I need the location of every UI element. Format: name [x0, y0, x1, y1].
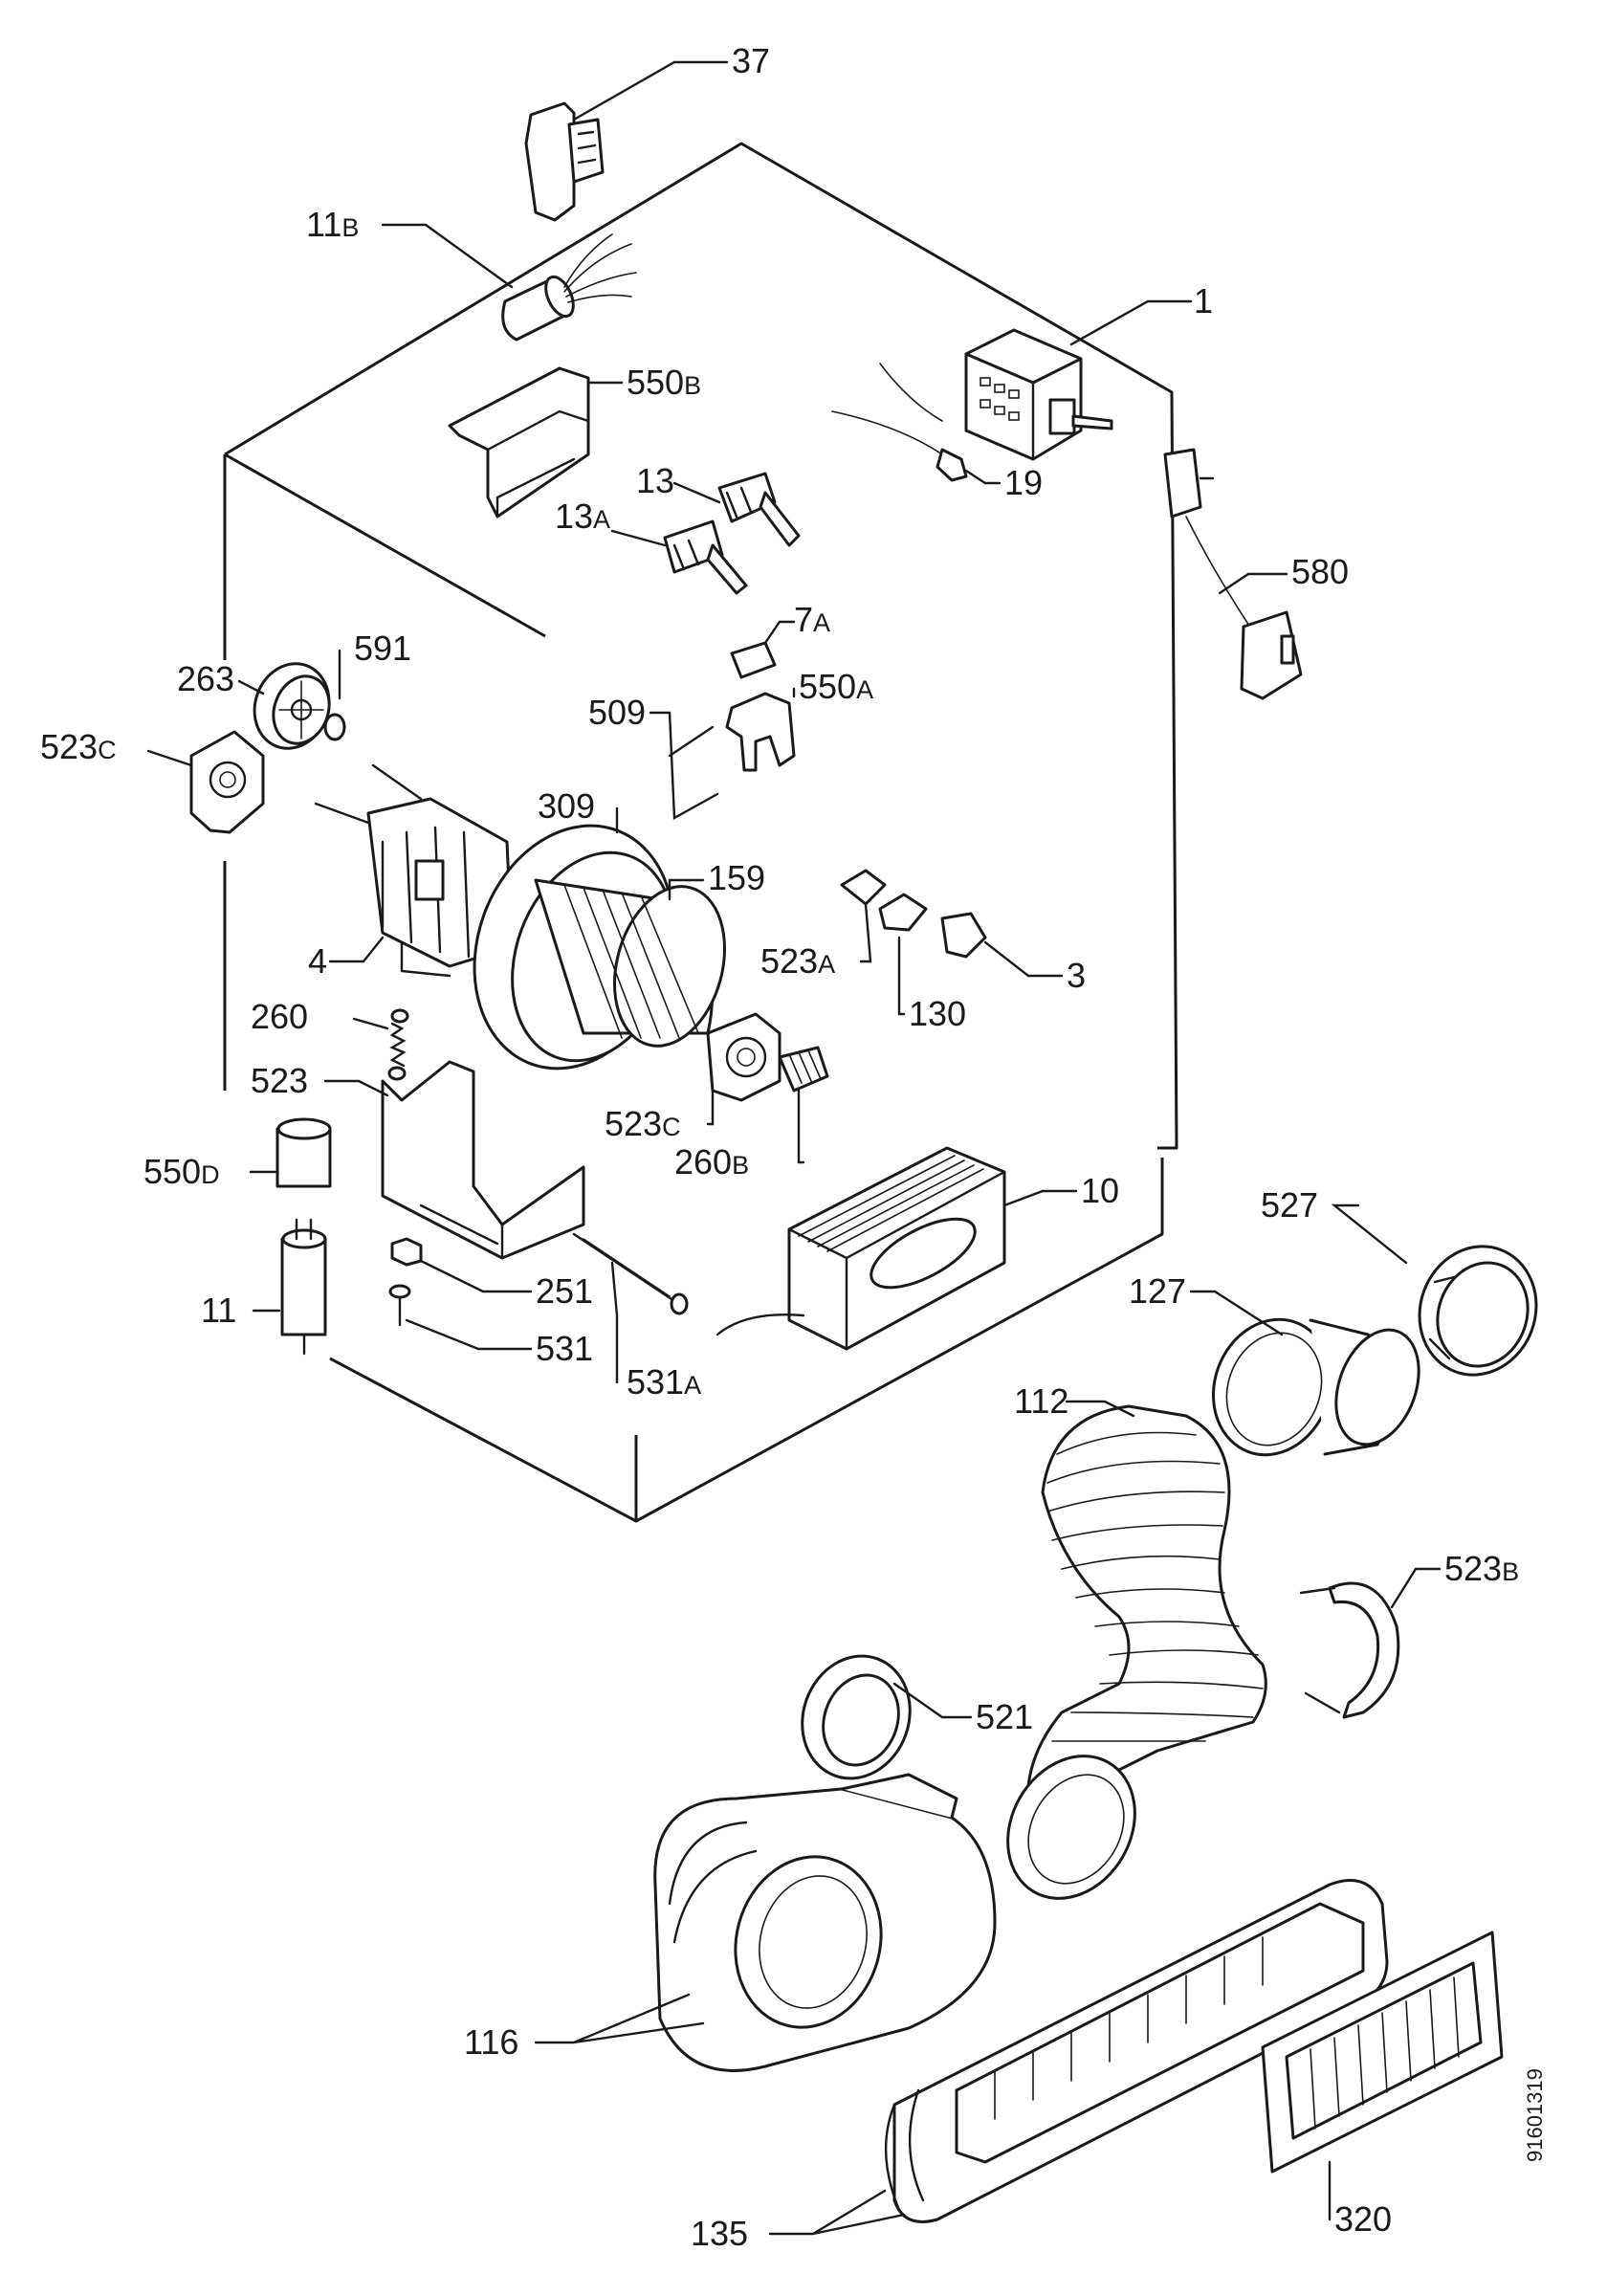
callout-523c-2: 523C — [605, 1104, 681, 1143]
callout-112: 112 — [1014, 1381, 1068, 1421]
part-19-sensor — [831, 363, 968, 482]
part-13a-switch — [663, 519, 748, 595]
part-509-wire — [668, 711, 719, 820]
part-159-fan-wheel — [534, 878, 727, 1048]
part-251-nut — [390, 1237, 423, 1267]
part-4-motor — [314, 763, 514, 978]
drawing-number: 91601319 — [1523, 2068, 1547, 2162]
part-550d-cap — [275, 1117, 332, 1188]
callout-509: 509 — [588, 693, 646, 732]
part-550a-holder — [725, 692, 796, 772]
callout-10: 10 — [1081, 1171, 1119, 1210]
callout-263: 263 — [177, 659, 234, 698]
part-130-gasket — [878, 893, 928, 932]
callout-550a: 550A — [799, 667, 873, 706]
part-116-volute — [653, 1773, 997, 2072]
callout-523: 523 — [251, 1061, 308, 1100]
callout-309: 309 — [538, 786, 595, 826]
callout-320: 320 — [1334, 2199, 1392, 2239]
part-7a-relay — [730, 641, 777, 679]
callout-550d: 550D — [143, 1152, 220, 1191]
callout-130: 130 — [909, 994, 966, 1033]
callout-1: 1 — [1194, 281, 1213, 320]
cabinet-frame — [223, 142, 1178, 1523]
part-531-screw — [388, 1284, 411, 1327]
callout-531a: 531A — [627, 1362, 701, 1402]
part-13-switch — [717, 472, 801, 547]
part-10-heater — [715, 1146, 1006, 1351]
part-523c-bracket-right — [706, 1012, 781, 1102]
part-550b-bracket — [448, 366, 590, 519]
part-523b-clamp — [1299, 1581, 1400, 1719]
callout-527: 527 — [1261, 1185, 1318, 1225]
part-320-grille — [1261, 1931, 1504, 2174]
part-523-cradle — [381, 1060, 585, 1260]
callout-116: 116 — [464, 2022, 518, 2062]
callout-521: 521 — [976, 1697, 1033, 1736]
part-3-clip — [940, 912, 987, 959]
part-580-thermostat — [1163, 448, 1303, 700]
part-11b-capacitor — [501, 233, 637, 342]
callout-127: 127 — [1129, 1271, 1186, 1311]
callout-7a: 7A — [794, 600, 830, 639]
callout-11b: 11B — [306, 205, 359, 244]
callout-260b: 260B — [674, 1142, 749, 1181]
callout-523c: 523C — [40, 727, 117, 766]
callout-37: 37 — [732, 41, 770, 80]
part-1-timer — [964, 328, 1113, 461]
callout-labels: 37 11B 1 550B 13 19 13A 580 7A 591 263 5… — [40, 41, 1519, 2253]
part-37-connector — [524, 101, 605, 222]
part-11-capacitor — [280, 1218, 327, 1356]
callout-550b: 550B — [627, 363, 701, 402]
part-527-ring — [1418, 1245, 1538, 1377]
part-260-spring — [387, 1008, 409, 1081]
callout-531: 531 — [536, 1329, 593, 1368]
callout-523a: 523A — [760, 941, 835, 981]
callout-135: 135 — [691, 2214, 748, 2253]
part-127-adapter — [1211, 1317, 1420, 1457]
part-260b-spring — [778, 1046, 829, 1093]
callout-159: 159 — [708, 858, 765, 897]
callout-11: 11 — [201, 1291, 236, 1330]
part-523c-bracket-left — [189, 730, 265, 834]
part-135-duct — [884, 1879, 1389, 2223]
callout-19: 19 — [1004, 463, 1043, 502]
callout-4: 4 — [308, 941, 327, 981]
part-523a-plate — [840, 869, 887, 906]
callout-13a: 13A — [555, 497, 610, 536]
callout-591: 591 — [354, 629, 411, 668]
part-112-hose — [1006, 1404, 1267, 1900]
callout-13: 13 — [636, 461, 674, 500]
part-263-pulley — [253, 662, 331, 750]
part-591-washer — [323, 713, 346, 741]
leader-lines — [146, 60, 1442, 2236]
callout-580: 580 — [1291, 552, 1349, 591]
callout-251: 251 — [536, 1271, 593, 1311]
part-521-gasket — [801, 1654, 912, 1780]
callout-523b: 523B — [1444, 1549, 1519, 1588]
callout-3: 3 — [1067, 956, 1086, 995]
part-531a-bolt — [572, 1232, 689, 1315]
callout-260: 260 — [251, 997, 308, 1036]
